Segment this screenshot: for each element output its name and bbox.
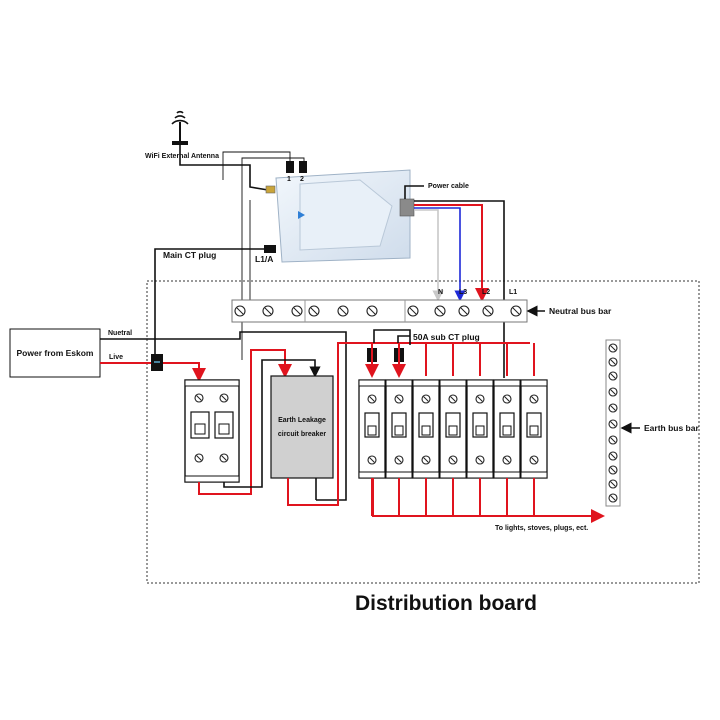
screw-terminal-icon <box>608 343 618 353</box>
l1-label: L1 <box>509 289 517 296</box>
screw-terminal-icon <box>394 455 404 465</box>
l3-label: L3 <box>459 289 467 296</box>
neutral-bus-bar-label: Neutral bus bar <box>549 306 612 316</box>
screw-terminal-icon <box>502 394 512 404</box>
antenna-label: WiFi External Antenna <box>145 153 219 160</box>
board-outline <box>146 280 700 584</box>
sub-breaker <box>412 379 440 479</box>
sub-breaker <box>493 379 521 479</box>
screw-terminal-icon <box>337 305 349 317</box>
screw-terminal-icon <box>475 394 485 404</box>
screw-terminal-icon <box>421 455 431 465</box>
screw-terminal-icon <box>608 371 618 381</box>
screw-terminal-icon <box>219 453 229 463</box>
elcb-label-line1: Earth Leakage <box>278 417 326 424</box>
screw-terminal-icon <box>367 394 377 404</box>
screw-terminal-icon <box>608 357 618 367</box>
elcb-label-line2: circuit breaker <box>278 431 327 438</box>
sub-breaker-bank <box>358 379 548 479</box>
n-label: N <box>438 289 443 296</box>
monitoring-device <box>265 169 411 263</box>
ct-clamp-icon <box>151 354 163 371</box>
neutral-wire-label: Nuetral <box>108 330 132 337</box>
sub-breaker <box>466 379 494 479</box>
screw-terminal-icon <box>448 394 458 404</box>
l1a-plug <box>264 245 276 253</box>
screw-terminal-icon <box>608 493 618 503</box>
screw-terminal-icon <box>234 305 246 317</box>
main-ct-plug-label: Main CT plug <box>163 250 216 260</box>
screw-terminal-icon <box>448 455 458 465</box>
screw-terminal-icon <box>608 403 618 413</box>
screw-terminal-icon <box>608 479 618 489</box>
screw-terminal-icon <box>529 455 539 465</box>
screw-terminal-icon <box>407 305 419 317</box>
sub-ct-plug-label: 50A sub CT plug <box>413 332 480 342</box>
screw-terminal-icon <box>262 305 274 317</box>
screw-terminal-icon <box>366 305 378 317</box>
l1a-label: L1/A <box>255 254 273 264</box>
power-source-box <box>9 328 101 378</box>
screw-terminal-icon <box>308 305 320 317</box>
diagram-title: Distribution board <box>355 592 537 615</box>
l2-label: L2 <box>482 289 490 296</box>
power-cable-connector <box>399 198 415 217</box>
elcb-box <box>270 375 334 479</box>
port-2-plug <box>299 161 307 173</box>
power-source-label: Power from Eskom <box>17 348 94 358</box>
screw-terminal-icon <box>421 394 431 404</box>
sub-breaker <box>520 379 548 479</box>
port-1-label: 1 <box>287 176 291 183</box>
screw-terminal-icon <box>510 305 522 317</box>
power-cable-label: Power cable <box>428 183 469 190</box>
screw-terminal-icon <box>482 305 494 317</box>
port-1-plug <box>286 161 294 173</box>
screw-terminal-icon <box>291 305 303 317</box>
screw-terminal-icon <box>608 435 618 445</box>
screw-terminal-icon <box>367 455 377 465</box>
screw-terminal-icon <box>219 393 229 403</box>
screw-terminal-icon <box>608 419 618 429</box>
screw-terminal-icon <box>502 455 512 465</box>
antenna-icon <box>171 110 189 145</box>
screw-terminal-icon <box>194 393 204 403</box>
sub-breaker <box>385 379 413 479</box>
screw-terminal-icon <box>529 394 539 404</box>
screw-terminal-icon <box>608 451 618 461</box>
screw-terminal-icon <box>434 305 446 317</box>
sub-breaker <box>439 379 467 479</box>
screw-terminal-icon <box>608 387 618 397</box>
live-wire-label: Live <box>109 354 123 361</box>
port-2-label: 2 <box>300 176 304 183</box>
main-breaker <box>184 379 240 483</box>
earth-bus-bar-label: Earth bus bar <box>644 423 699 433</box>
screw-terminal-icon <box>394 394 404 404</box>
sub-breaker <box>358 379 386 479</box>
screw-terminal-icon <box>475 455 485 465</box>
screw-terminal-icon <box>608 465 618 475</box>
screw-terminal-icon <box>458 305 470 317</box>
outputs-label: To lights, stoves, plugs, ect. <box>495 525 588 532</box>
screw-terminal-icon <box>194 453 204 463</box>
